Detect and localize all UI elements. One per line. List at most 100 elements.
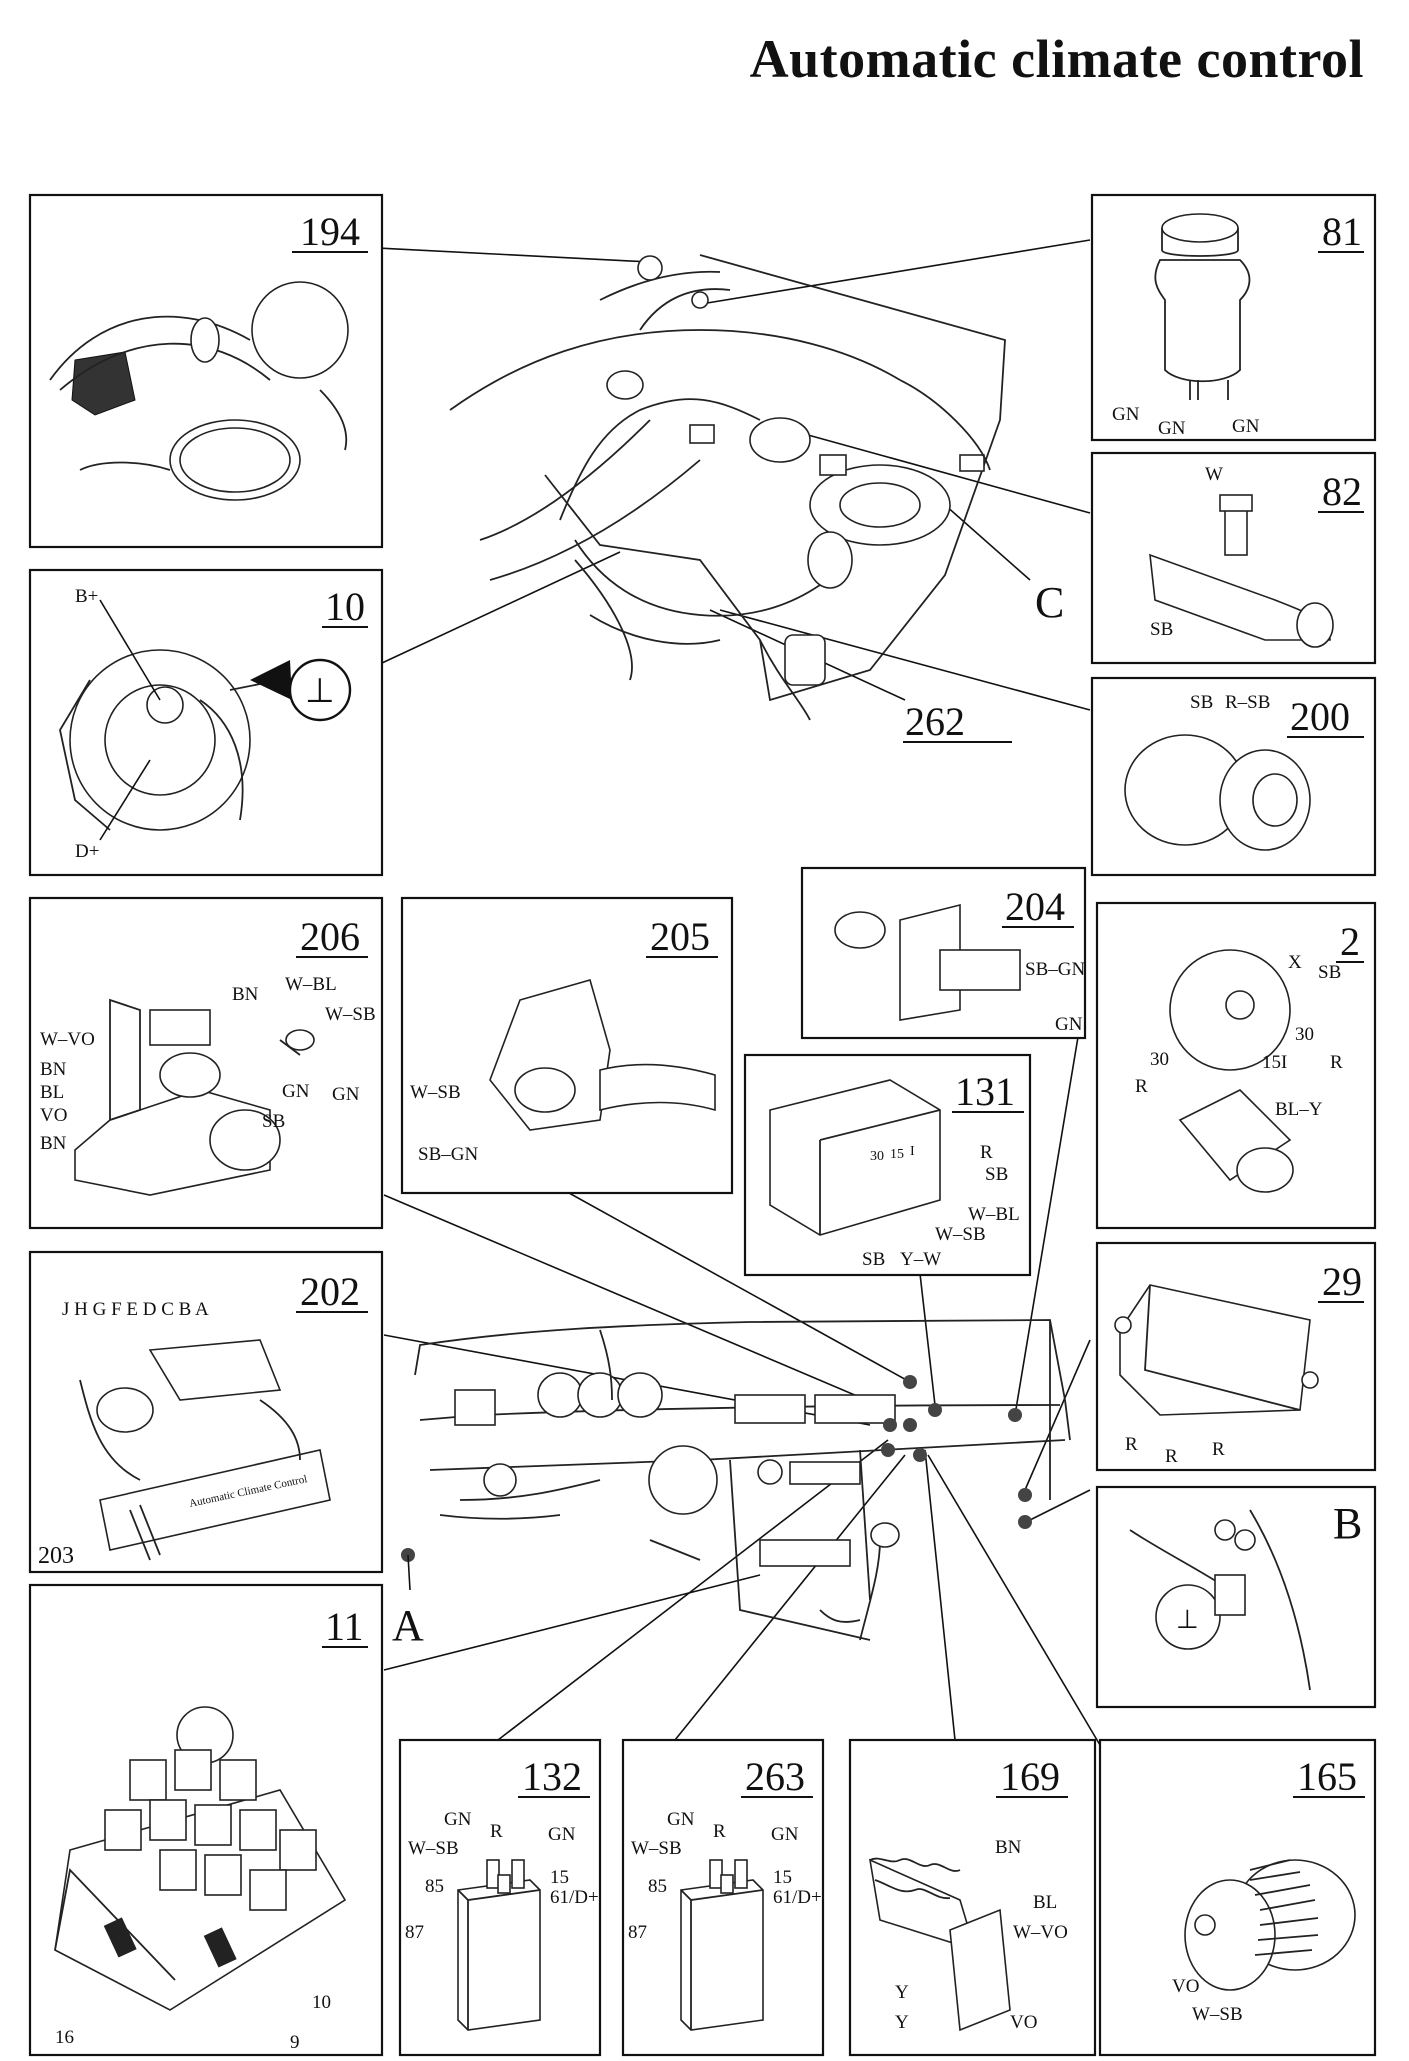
wire-label: R — [980, 1142, 993, 1163]
component-number-81: 81 — [1322, 209, 1362, 254]
wire-label: W — [1205, 464, 1223, 485]
wire-label: SB — [862, 1249, 885, 1270]
wire-label: 15 — [550, 1867, 569, 1888]
wire-label: GN — [1112, 404, 1140, 425]
wire-label: R — [490, 1821, 503, 1842]
wire-label: 85 — [425, 1876, 444, 1897]
wire-label: BL–Y — [1275, 1099, 1323, 1120]
component-box-81: 81 GN GN GN — [1090, 193, 1377, 442]
wire-label: 30 — [1150, 1049, 1169, 1070]
component-number-262: 262 — [905, 699, 965, 744]
component-number-202: 202 — [300, 1269, 360, 1314]
wire-label: BN — [232, 984, 259, 1005]
wire-label: SB–GN — [1025, 959, 1085, 980]
component-number-205: 205 — [650, 914, 710, 959]
wire-label: X — [1288, 952, 1302, 973]
dashboard-illustration — [414, 1319, 1071, 1641]
terminal-label: D+ — [75, 841, 99, 862]
position-label: 16 — [55, 2027, 74, 2048]
wire-label: BN — [40, 1059, 67, 1080]
component-box-202: 202 J H G F E D C B A Automatic Climate … — [28, 1250, 384, 1574]
component-number-2: 2 — [1340, 919, 1360, 964]
wire-label: W–BL — [285, 974, 337, 995]
wire-label: Y–W — [900, 1249, 941, 1270]
wire-label: W–SB — [1192, 2004, 1243, 2025]
location-dots — [401, 1375, 1032, 1591]
wire-label: 85 — [648, 1876, 667, 1897]
wire-label: VO — [1010, 2012, 1037, 2033]
wire-label: GN — [548, 1824, 576, 1845]
component-number-203: 203 — [38, 1543, 74, 1569]
wire-label: W–SB — [410, 1082, 461, 1103]
position-label: 9 — [290, 2032, 300, 2053]
wire-label: 30 — [1295, 1024, 1314, 1045]
wire-label: 15 — [773, 1867, 792, 1888]
component-box-206: 206 BN W–BL W–SB W–VO BN BL VO BN GN GN … — [28, 896, 384, 1230]
wire-label: GN — [771, 1824, 799, 1845]
component-number-10: 10 — [325, 584, 365, 629]
wire-label: W–BL — [968, 1204, 1020, 1225]
component-number-204: 204 — [1005, 884, 1065, 929]
wire-label: 61/D+ — [773, 1887, 822, 1908]
component-box-204: 204 SB–GN GN — [800, 866, 1087, 1040]
wire-label: 87 — [628, 1922, 647, 1943]
location-label-b: B — [1333, 1499, 1362, 1548]
component-number-29: 29 — [1322, 1259, 1362, 1304]
component-box-2: 2 X SB 30 R 30 R 15I BL–Y — [1095, 901, 1377, 1230]
wire-label: W–SB — [408, 1838, 459, 1859]
position-label: 10 — [312, 1992, 331, 2013]
wire-label: GN — [1232, 416, 1260, 437]
component-box-11: 11 16 9 10 — [28, 1583, 384, 2057]
component-box-263: 263 GN R GN W–SB 85 15 61/D+ 87 — [621, 1738, 825, 2057]
wire-label: R — [1165, 1446, 1178, 1467]
location-box-b: B ⊥ — [1095, 1485, 1377, 1709]
component-number-194: 194 — [300, 209, 360, 254]
wire-label: GN — [444, 1809, 472, 1830]
wire-label: Y — [895, 1982, 909, 2003]
wire-label: R — [1212, 1439, 1225, 1460]
page-title: Automatic climate control — [749, 29, 1364, 89]
component-number-263: 263 — [745, 1754, 805, 1799]
terminal-label: B+ — [75, 586, 98, 607]
component-box-169: 169 BN BL W–VO Y Y VO — [848, 1738, 1097, 2057]
pin-label: 15 — [890, 1147, 904, 1162]
wire-label: BN — [995, 1837, 1022, 1858]
component-number-11: 11 — [325, 1604, 364, 1649]
component-number-200: 200 — [1290, 694, 1350, 739]
engine-bay-illustration — [449, 254, 1006, 721]
pin-label: 30 — [870, 1149, 884, 1164]
wire-label: BL — [40, 1082, 64, 1103]
component-number-82: 82 — [1322, 469, 1362, 514]
wire-label: R — [1135, 1076, 1148, 1097]
wire-label: GN — [1158, 418, 1186, 439]
component-box-132: 132 GN R GN W–SB 85 15 61/D+ 87 — [398, 1738, 602, 2057]
pin-letters: J H G F E D C B A — [62, 1299, 209, 1320]
wire-label: R — [1330, 1052, 1343, 1073]
wire-label: Y — [895, 2012, 909, 2033]
wire-label: SB — [1318, 962, 1341, 983]
component-box-29: 29 R R R — [1095, 1241, 1377, 1472]
component-number-132: 132 — [522, 1754, 582, 1799]
wire-label: R — [713, 1821, 726, 1842]
component-box-131: 131 30 15 I R SB W–BL W–SB SB Y–W — [743, 1053, 1032, 1277]
component-number-131: 131 — [955, 1069, 1015, 1114]
wire-label: 87 — [405, 1922, 424, 1943]
wire-label: W–SB — [935, 1224, 986, 1245]
wire-label: W–VO — [40, 1029, 95, 1050]
component-box-200: 200 SB R–SB — [1090, 676, 1377, 877]
location-label-a: A — [392, 1601, 424, 1650]
wire-label: W–VO — [1013, 1922, 1068, 1943]
ground-icon: ⊥ — [305, 673, 335, 710]
location-label-c: C — [1035, 578, 1064, 627]
ground-icon: ⊥ — [1176, 1605, 1199, 1634]
wire-label: 61/D+ — [550, 1887, 599, 1908]
wire-label: SB — [1150, 619, 1173, 640]
wire-label: GN — [282, 1081, 310, 1102]
wire-label: GN — [1055, 1014, 1083, 1035]
wire-label: VO — [40, 1105, 67, 1126]
component-box-82: 82 W SB — [1090, 451, 1377, 665]
wire-label: W–SB — [325, 1004, 376, 1025]
wire-label: R–SB — [1225, 692, 1270, 713]
wire-label: BL — [1033, 1892, 1057, 1913]
